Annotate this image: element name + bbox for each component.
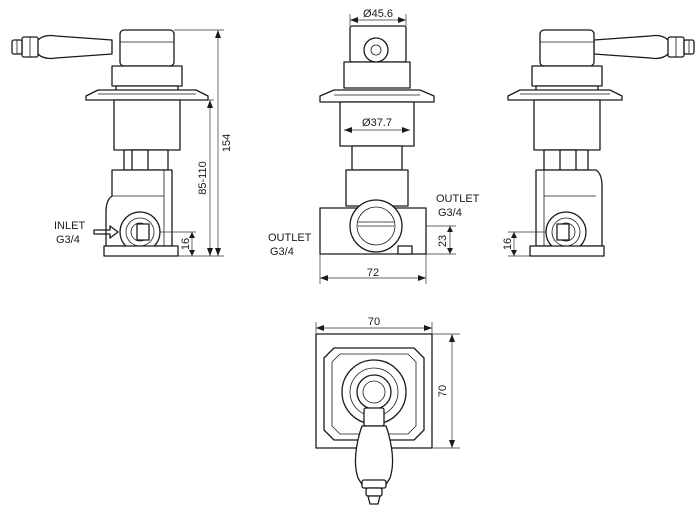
flange-front — [319, 89, 435, 103]
spindle-housing-left — [111, 65, 183, 87]
spindle-cap-front — [363, 37, 389, 63]
lever-handle-left — [11, 34, 113, 60]
base-left — [103, 245, 179, 257]
dim-plate-width: 70 — [368, 316, 380, 328]
outlet-right-size: G3/4 — [438, 207, 462, 219]
dim-inlet-height-right: 16 — [502, 238, 514, 250]
outlet-left-size: G3/4 — [270, 246, 294, 258]
right-dimensions — [508, 231, 546, 257]
dim-body-diameter: Ø37.7 — [362, 117, 392, 129]
bonnet-right — [539, 29, 595, 67]
flange-right — [507, 89, 623, 101]
lever-handle-right — [593, 34, 695, 60]
dim-depth-range: 85-110 — [197, 161, 209, 194]
front-view — [319, 25, 435, 255]
dim-body-width: 72 — [367, 267, 379, 279]
dim-inlet-height-left: 16 — [180, 238, 192, 250]
right-side-view — [507, 29, 695, 257]
left-side-view — [11, 29, 209, 257]
lever-handle-plate — [354, 407, 394, 505]
dim-plate-height: 70 — [437, 385, 449, 397]
sleeve-left — [113, 99, 181, 151]
front-dimensions — [319, 14, 456, 284]
plate-view — [315, 333, 433, 505]
dim-bonnet-diameter: Ø45.6 — [363, 8, 393, 20]
plate-dimensions — [315, 322, 460, 449]
flange-left — [85, 89, 209, 101]
inlet-label: INLET — [54, 220, 85, 232]
left-dimensions — [160, 29, 224, 257]
bonnet-left — [119, 29, 175, 67]
dim-outlet-height: 23 — [437, 235, 449, 247]
dim-total-height: 154 — [221, 134, 233, 152]
outlet-right-label: OUTLET — [436, 193, 480, 205]
sleeve-front — [339, 101, 415, 147]
outlet-left-label: OUTLET — [268, 232, 312, 244]
inlet-size-label: G3/4 — [56, 234, 80, 246]
inlet-arrow — [93, 225, 119, 239]
